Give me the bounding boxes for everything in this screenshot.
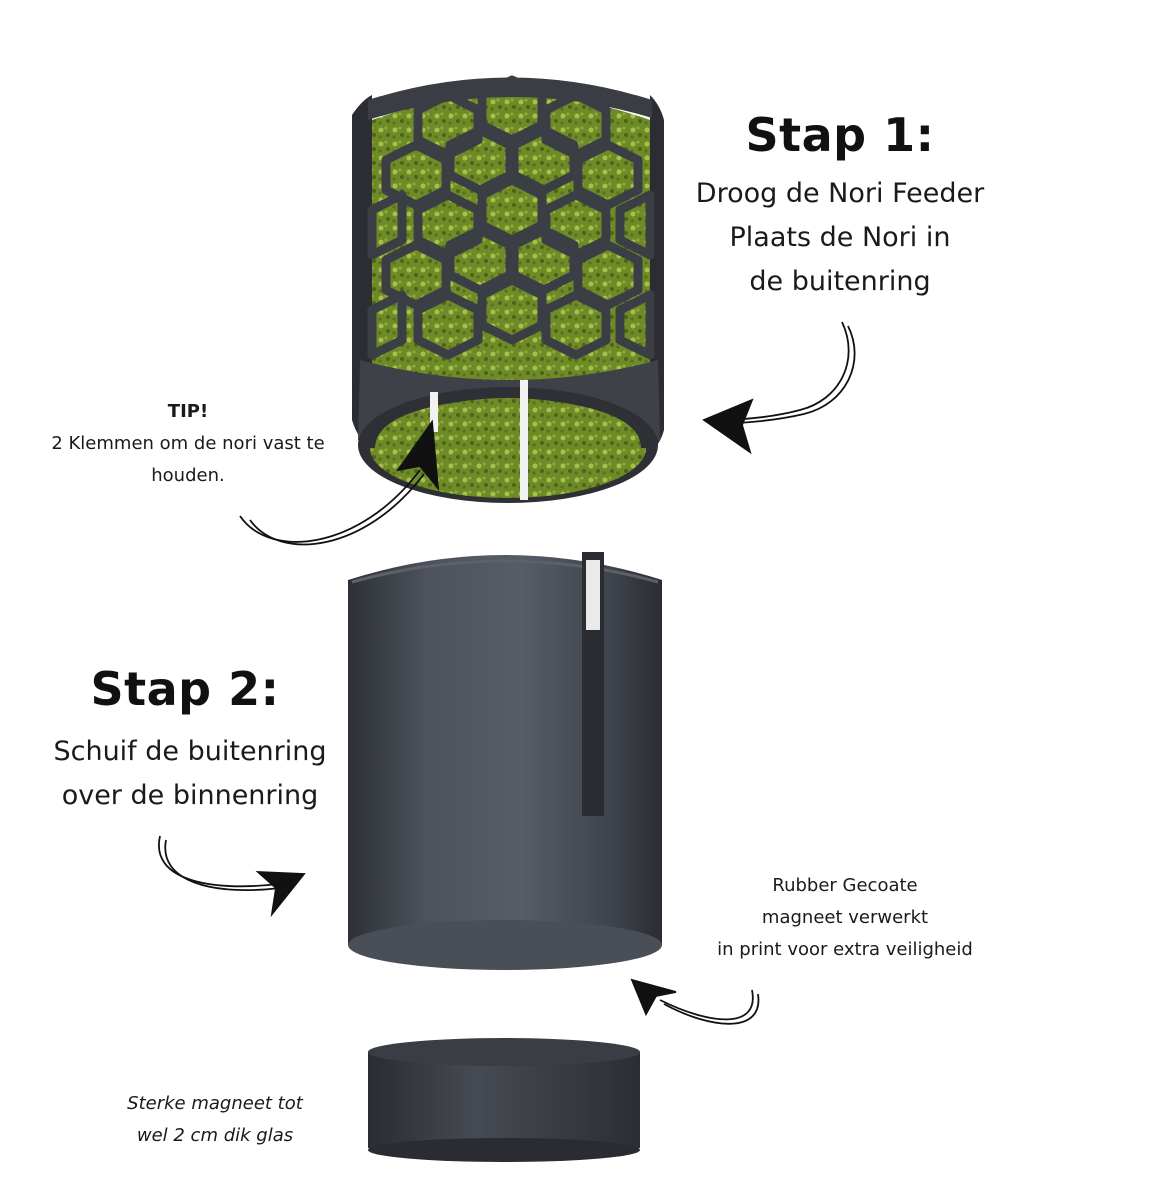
step2-line-2: over de binnenring [61, 780, 319, 811]
base-line-1: Sterke magneet tot [127, 1093, 303, 1114]
magnet-base-part [368, 1038, 640, 1162]
step1-description: Droog de Nori Feeder Plaats de Nori in d… [660, 172, 1020, 304]
base-note: Sterke magneet tot wel 2 cm dik glas [100, 1088, 330, 1152]
clip-slot-right [520, 380, 528, 500]
step2-title: Stap 2: [90, 662, 280, 716]
step2-line-1: Schuif de buitenring [53, 736, 327, 767]
arrow-tip [239, 419, 440, 546]
tip-line-1: 2 Klemmen om de nori vast te [51, 433, 325, 454]
step2-description: Schuif de buitenring over de binnenring [20, 730, 360, 818]
arrow-magnet [630, 978, 760, 1025]
arrow-step1 [702, 321, 856, 455]
inner-ring-part [348, 552, 662, 970]
magnet-line-1: Rubber Gecoate [772, 875, 918, 896]
magnet-line-3: in print voor extra veiligheid [717, 939, 973, 960]
step1-title: Stap 1: [745, 108, 935, 162]
tip-line-2: houden. [151, 465, 225, 486]
magnet-note: Rubber Gecoate magneet verwerkt in print… [690, 870, 1000, 966]
outer-ring-part [352, 75, 664, 503]
magnet-line-2: magneet verwerkt [761, 907, 929, 928]
arrow-step2 [158, 835, 306, 918]
clip-slot-left [430, 392, 438, 432]
tip-title: TIP! [167, 401, 209, 422]
tip-note: TIP! 2 Klemmen om de nori vast te houden… [40, 396, 336, 492]
step1-line-2: Plaats de Nori in [729, 222, 951, 253]
step1-line-1: Droog de Nori Feeder [695, 178, 985, 209]
honeycomb-lattice [367, 75, 655, 360]
base-line-2: wel 2 cm dik glas [136, 1125, 294, 1146]
step1-line-3: de buitenring [749, 266, 931, 297]
